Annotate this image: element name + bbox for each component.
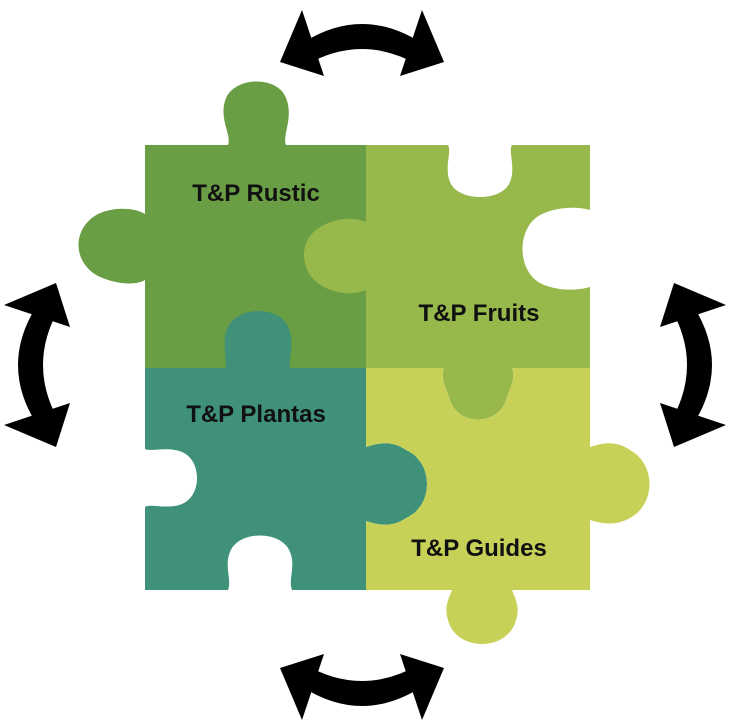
rotate-arrow-right-icon [660, 283, 726, 447]
label-fruits: T&P Fruits [419, 300, 540, 327]
rotate-arrow-bottom-icon [280, 654, 444, 720]
rotate-arrow-top-icon [280, 10, 444, 76]
label-rustic: T&P Rustic [192, 180, 320, 207]
label-plantas: T&P Plantas [186, 401, 326, 428]
puzzle-piece-plantas [145, 311, 427, 590]
puzzle-piece-rustic [78, 81, 366, 368]
label-guides: T&P Guides [411, 535, 547, 562]
puzzle-piece-guides [366, 368, 650, 644]
rotate-arrow-left-icon [4, 283, 70, 447]
puzzle-piece-fruits [304, 145, 590, 420]
